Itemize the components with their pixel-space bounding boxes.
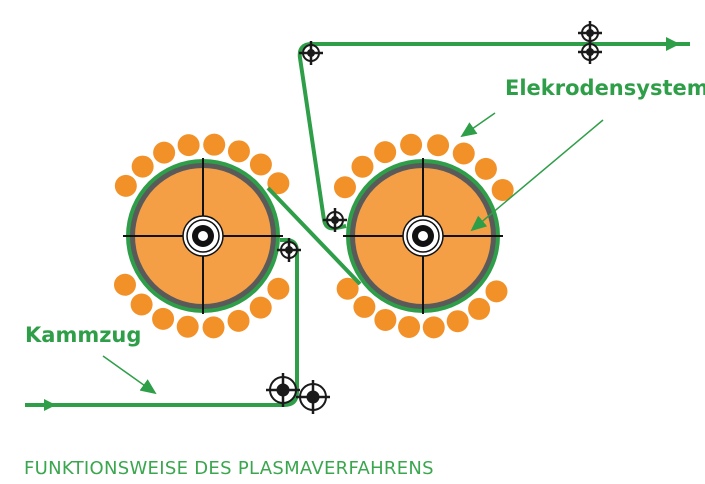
electrode bbox=[446, 310, 469, 333]
diagram-caption: FUNKTIONSWEISE DES PLASMAVERFAHRENS bbox=[24, 458, 434, 479]
guide-roller-icon bbox=[296, 380, 330, 414]
electrode bbox=[491, 179, 514, 201]
inlet-arrow-icon bbox=[44, 399, 56, 411]
electrode bbox=[153, 141, 176, 164]
electrode bbox=[422, 316, 445, 339]
sliver-web-inlet bbox=[25, 238, 299, 407]
electrode bbox=[353, 295, 376, 318]
guide-roller-icon bbox=[578, 40, 602, 64]
electrode bbox=[152, 307, 175, 330]
electrode bbox=[374, 308, 397, 331]
electrode bbox=[130, 293, 153, 316]
electrode bbox=[468, 297, 491, 320]
guide-roller-icon bbox=[578, 21, 602, 45]
right-roller bbox=[343, 158, 503, 314]
electrode bbox=[176, 315, 199, 338]
electrode bbox=[113, 273, 136, 296]
electrode bbox=[131, 155, 154, 178]
guide-roller-icon bbox=[266, 373, 300, 407]
electrode bbox=[336, 277, 359, 300]
electrode-system-label: Elekrodensystem bbox=[505, 76, 705, 100]
electrode bbox=[400, 133, 423, 156]
electrode bbox=[427, 134, 450, 157]
electrode bbox=[249, 296, 272, 319]
electrode bbox=[267, 172, 290, 195]
sliver-web-diagonal bbox=[266, 186, 362, 286]
electrode bbox=[177, 134, 200, 157]
guide-roller-icon bbox=[323, 208, 347, 232]
electrode bbox=[333, 176, 356, 199]
electrode bbox=[485, 280, 508, 303]
roller-bore bbox=[198, 231, 208, 241]
electrode bbox=[452, 142, 475, 165]
roller-pointer-arrow bbox=[470, 119, 604, 232]
guide-roller-icon bbox=[277, 238, 301, 262]
electrode bbox=[249, 153, 272, 176]
left-roller bbox=[123, 158, 283, 314]
electrode bbox=[227, 309, 250, 332]
guide-roller-icon bbox=[299, 41, 323, 65]
electrode bbox=[114, 174, 137, 197]
electrode bbox=[202, 316, 225, 339]
electrode bbox=[351, 155, 374, 178]
roller-bore bbox=[418, 231, 428, 241]
electrode bbox=[474, 157, 497, 180]
electrode bbox=[203, 133, 226, 156]
sliver-pointer-arrow bbox=[102, 355, 157, 395]
electrode bbox=[227, 140, 250, 163]
electrode bbox=[374, 141, 397, 164]
electrode bbox=[398, 315, 421, 338]
outlet-arrow-icon bbox=[666, 37, 680, 51]
sliver-label: Kammzug bbox=[25, 323, 142, 347]
electrode bbox=[267, 277, 290, 300]
electrode-pointer-arrow bbox=[460, 112, 496, 138]
electrode-system bbox=[113, 133, 514, 339]
